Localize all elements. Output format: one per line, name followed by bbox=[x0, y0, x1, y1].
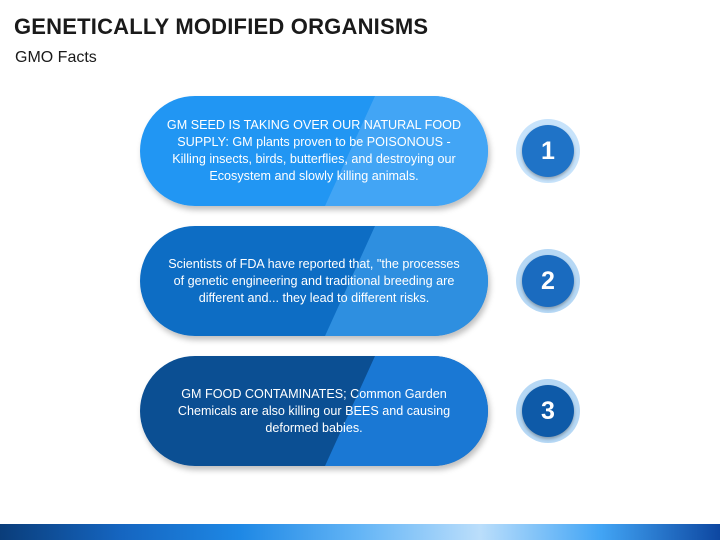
slide-title: GENETICALLY MODIFIED ORGANISMS bbox=[14, 14, 429, 39]
fact-card-3-light-half bbox=[325, 356, 488, 466]
fact-text-1: GM SEED IS TAKING OVER OUR NATURAL FOOD … bbox=[166, 118, 462, 183]
fact-card-2-light-half bbox=[325, 226, 488, 336]
number-label-2: 2 bbox=[541, 266, 555, 295]
fact-card-3-background bbox=[140, 356, 488, 466]
footer-stripe bbox=[0, 524, 720, 540]
number-badge-1-inner: 1 bbox=[522, 125, 574, 177]
number-badge-2-inner: 2 bbox=[522, 255, 574, 307]
slide-subtitle: GMO Facts bbox=[15, 49, 97, 66]
fact-card-3: GM FOOD CONTAMINATES; Common Garden Chem… bbox=[140, 356, 488, 466]
footer-stripe-fill bbox=[0, 524, 720, 540]
fact-card-1-light-half bbox=[325, 96, 488, 206]
fact-card-1-background bbox=[140, 96, 488, 206]
number-badge-1: 1 bbox=[516, 119, 580, 183]
number-badge-3-inner: 3 bbox=[522, 385, 574, 437]
number-badge-2: 2 bbox=[516, 249, 580, 313]
number-badge-3: 3 bbox=[516, 379, 580, 443]
fact-text-2: Scientists of FDA have reported that, "t… bbox=[168, 256, 460, 305]
fact-card-1: GM SEED IS TAKING OVER OUR NATURAL FOOD … bbox=[140, 96, 488, 206]
fact-card-2: Scientists of FDA have reported that, "t… bbox=[140, 226, 488, 336]
fact-text-3: GM FOOD CONTAMINATES; Common Garden Chem… bbox=[177, 386, 451, 435]
number-label-3: 3 bbox=[541, 396, 555, 425]
number-label-1: 1 bbox=[541, 136, 555, 165]
fact-card-2-background bbox=[140, 226, 488, 336]
